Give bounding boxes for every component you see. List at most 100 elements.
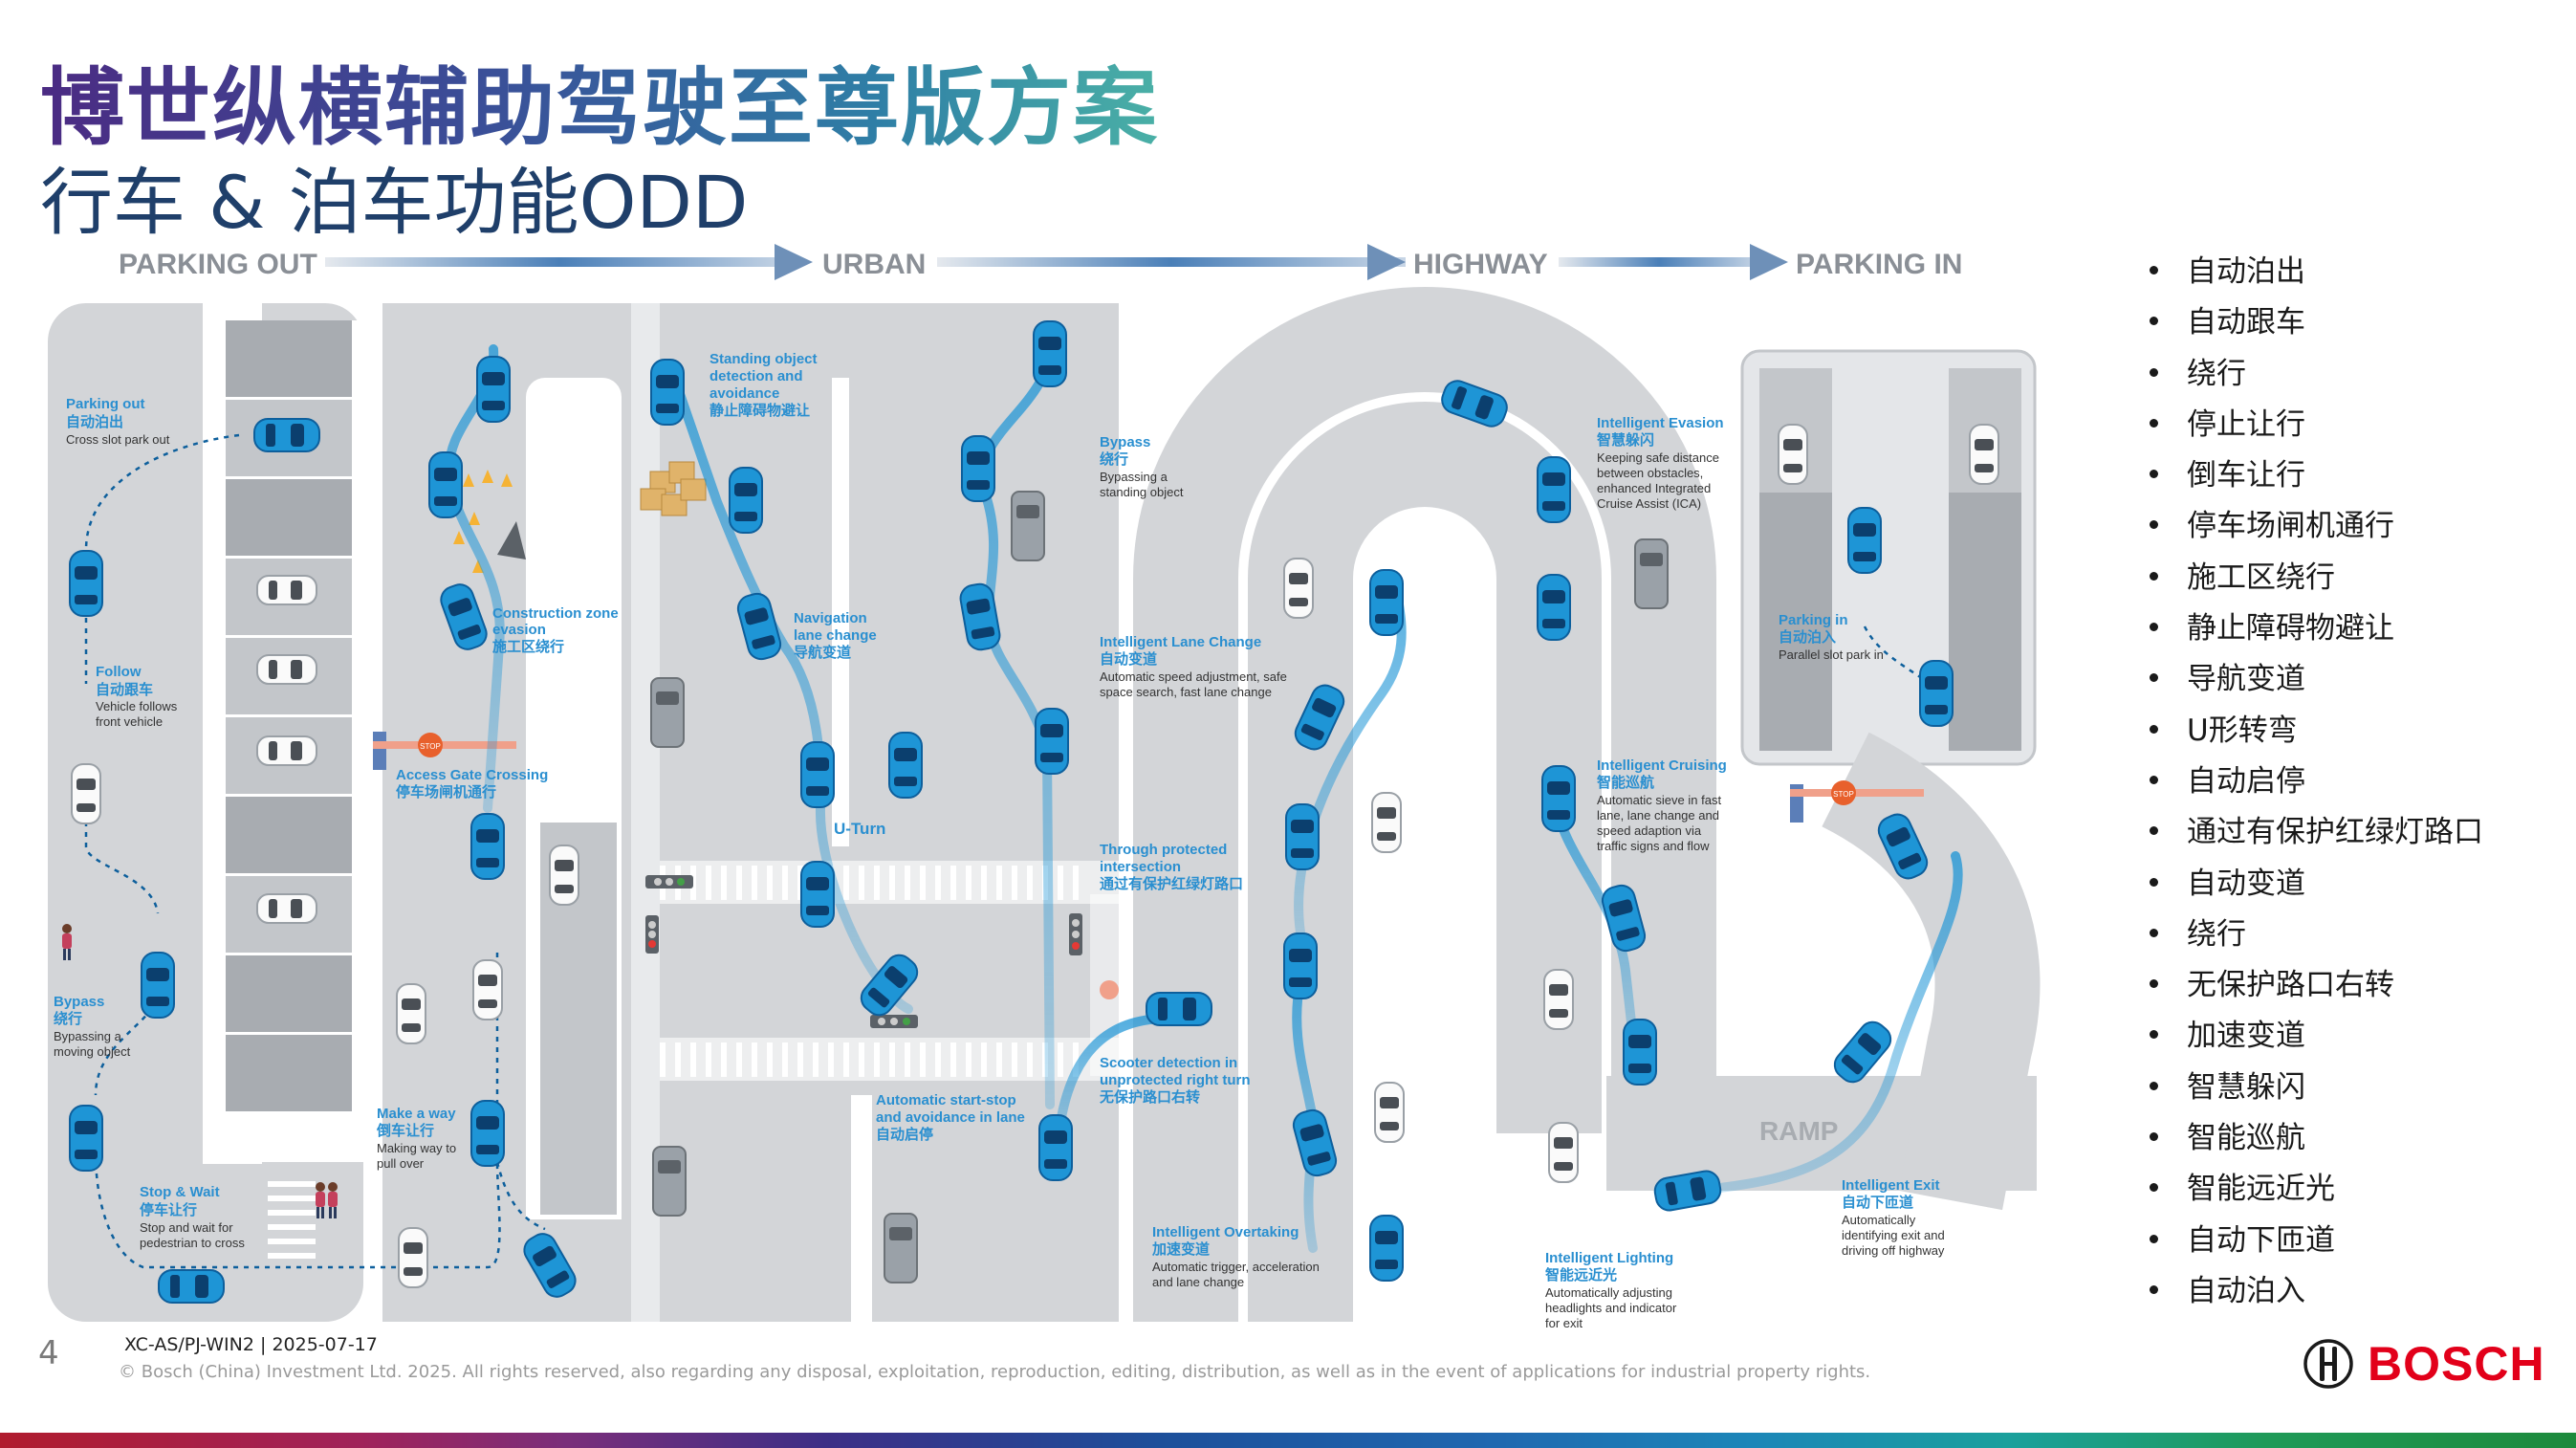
stage-label-parking-out: PARKING OUT	[119, 249, 317, 280]
ego-vehicle	[729, 467, 763, 534]
bosch-logo: BOSCH	[2303, 1335, 2545, 1393]
svg-text:Cross slot park out: Cross slot park out	[66, 432, 170, 447]
bullet-icon	[2150, 623, 2158, 632]
bullet-icon	[2150, 418, 2158, 428]
feature-item: 静止障碍物避让	[2142, 603, 2483, 654]
svg-text:Cruise Assist (ICA): Cruise Assist (ICA)	[1597, 496, 1701, 511]
svg-text:traffic signs and flow: traffic signs and flow	[1597, 839, 1710, 853]
svg-text:enhanced Integrated: enhanced Integrated	[1597, 481, 1711, 495]
annotation-uturn: U-Turn	[834, 820, 885, 838]
copyright-notice: © Bosch (China) Investment Ltd. 2025. Al…	[119, 1362, 1871, 1382]
stage-label-urban: URBAN	[822, 249, 926, 280]
feature-item: 自动泊出	[2142, 247, 2483, 297]
bullet-icon	[2150, 317, 2158, 326]
svg-text:Intelligent Lighting: Intelligent Lighting	[1545, 1250, 1673, 1266]
bullet-icon	[2150, 1234, 2158, 1243]
svg-text:Bypass: Bypass	[1100, 434, 1150, 450]
svg-text:Automatically adjusting: Automatically adjusting	[1545, 1285, 1672, 1300]
svg-text:Scooter detection in: Scooter detection in	[1100, 1055, 1237, 1071]
ego-vehicle	[476, 356, 511, 423]
bullet-icon	[2150, 1081, 2158, 1090]
ego-vehicle	[428, 451, 463, 518]
bullet-icon	[2150, 266, 2158, 274]
svg-text:Automatic trigger, acceleratio: Automatic trigger, acceleration	[1152, 1260, 1320, 1274]
bullet-icon	[2150, 826, 2158, 836]
ego-vehicle-scooter	[1146, 992, 1212, 1026]
ego-vehicle-standing-object	[650, 359, 685, 426]
feature-item: 加速变道	[2142, 1011, 2483, 1062]
parking-in-lot	[1740, 349, 2041, 1211]
annotation-exit: Intelligent Exit 自动下匝道 Automatically ide…	[1842, 1177, 1945, 1258]
svg-text:自动泊出: 自动泊出	[66, 413, 123, 430]
bullet-icon	[2150, 1030, 2158, 1040]
odd-scenario-diagram: PARKING OUT URBAN HIGHWAY PARKING IN	[48, 244, 2041, 1330]
bullet-icon	[2150, 877, 2158, 887]
ego-vehicle-gate	[470, 813, 505, 880]
svg-text:pedestrian to cross: pedestrian to cross	[140, 1236, 245, 1250]
annotation-bypass-left: Bypass 绕行 Bypassing a moving object	[54, 994, 131, 1059]
svg-text:绕行: 绕行	[54, 1010, 82, 1027]
bullet-icon	[2150, 571, 2158, 581]
svg-text:Parking in: Parking in	[1779, 612, 1848, 628]
svg-text:STOP: STOP	[420, 742, 441, 751]
bullet-icon	[2150, 775, 2158, 784]
bullet-icon	[2150, 1183, 2158, 1193]
feature-list: 自动泊出 自动跟车 绕行 停止让行 倒车让行 停车场闸机通行 施工区绕行 静止障…	[2142, 247, 2483, 1317]
svg-text:Construction zone: Construction zone	[492, 605, 619, 622]
ego-vehicle-parking-out	[253, 418, 320, 452]
feature-item: 停车场闸机通行	[2142, 501, 2483, 552]
ramp-label: RAMP	[1759, 1116, 1838, 1146]
ego-vehicle-parked	[1919, 660, 1954, 727]
svg-text:Automatic start-stop: Automatic start-stop	[876, 1092, 1016, 1108]
svg-text:Bypass: Bypass	[54, 994, 104, 1010]
feature-item: U形转弯	[2142, 706, 2483, 757]
ego-vehicle-cruising	[1541, 765, 1576, 832]
ego-vehicle-lighting	[1623, 1019, 1657, 1086]
annotation-overtaking: Intelligent Overtaking 加速变道 Automatic tr…	[1151, 1224, 1320, 1289]
feature-item: 自动下匝道	[2142, 1216, 2483, 1266]
svg-text:and lane change: and lane change	[1152, 1275, 1244, 1289]
svg-text:导航变道: 导航变道	[794, 644, 851, 661]
bullet-icon	[2150, 520, 2158, 530]
svg-text:Parallel slot park in: Parallel slot park in	[1779, 647, 1884, 662]
annotation-intelligent-lane-change: Intelligent Lane Change 自动变道 Automatic s…	[1100, 634, 1287, 699]
annotation-stop-wait: Stop & Wait 停车让行 Stop and wait for pedes…	[140, 1184, 245, 1250]
ego-vehicle	[800, 741, 835, 808]
page-subtitle: 行车 & 泊车功能ODD	[40, 160, 749, 245]
brand-name: BOSCH	[2368, 1337, 2545, 1391]
svg-text:静止障碍物避让: 静止障碍物避让	[709, 402, 810, 419]
svg-text:Stop & Wait: Stop & Wait	[140, 1184, 220, 1200]
ego-vehicle	[961, 435, 995, 502]
ego-vehicle-make-way	[470, 1100, 505, 1167]
svg-text:Automatically: Automatically	[1842, 1213, 1916, 1227]
page-number: 4	[38, 1334, 59, 1372]
svg-text:施工区绕行: 施工区绕行	[492, 638, 564, 655]
svg-text:Intelligent Evasion: Intelligent Evasion	[1597, 415, 1724, 431]
ego-vehicle	[1369, 569, 1404, 636]
svg-text:智能远近光: 智能远近光	[1545, 1266, 1617, 1283]
svg-text:Parking out: Parking out	[66, 396, 145, 412]
svg-text:无保护路口右转: 无保护路口右转	[1099, 1088, 1200, 1106]
svg-text:自动变道: 自动变道	[1100, 650, 1157, 668]
svg-text:moving object: moving object	[54, 1044, 131, 1059]
bullet-icon	[2150, 470, 2158, 479]
svg-text:智慧躲闪: 智慧躲闪	[1597, 431, 1654, 449]
ego-vehicle-bypass	[141, 952, 175, 1019]
svg-text:Stop and wait for: Stop and wait for	[140, 1220, 233, 1235]
bullet-icon	[2150, 928, 2158, 937]
svg-text:Make a way: Make a way	[377, 1106, 456, 1122]
annotation-follow: Follow 自动跟车 Vehicle follows front vehicl…	[96, 664, 178, 729]
svg-text:自动跟车: 自动跟车	[96, 681, 153, 698]
feature-item: 自动泊入	[2142, 1266, 2483, 1317]
svg-text:Navigation: Navigation	[794, 610, 867, 626]
svg-text:Follow: Follow	[96, 664, 142, 680]
svg-text:space search, fast lane change: space search, fast lane change	[1100, 685, 1272, 699]
annotation-navigation: Navigation lane change 导航变道	[794, 610, 877, 661]
svg-text:front vehicle: front vehicle	[96, 714, 163, 729]
scenario-annotations: Parking out 自动泊出 Cross slot park out Fol…	[54, 351, 1945, 1330]
svg-text:Keeping safe distance: Keeping safe distance	[1597, 450, 1719, 465]
feature-item: 自动变道	[2142, 859, 2483, 910]
ego-vehicle	[1537, 574, 1571, 641]
annotation-protected-intersection: Through protected intersection 通过有保护红绿灯路…	[1100, 842, 1243, 892]
parking-lot-area	[48, 303, 375, 1322]
